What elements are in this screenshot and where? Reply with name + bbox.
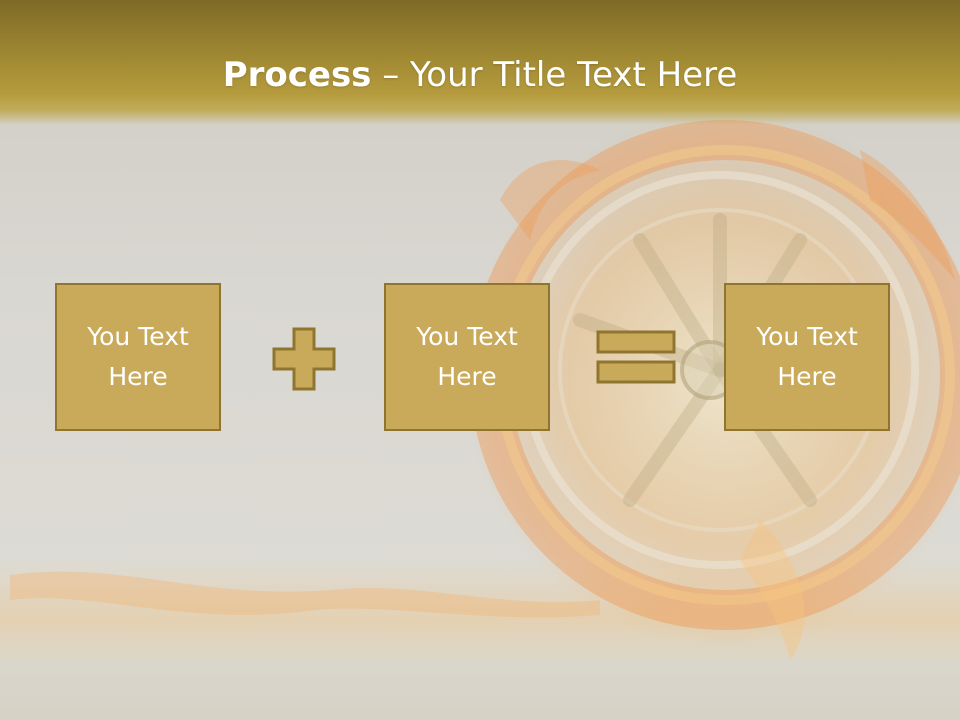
process-box-3[interactable]: You Text Here bbox=[724, 283, 890, 431]
process-box-2-text: You Text Here bbox=[416, 322, 518, 391]
title-bar bbox=[0, 0, 960, 125]
equals-icon bbox=[596, 330, 676, 384]
title-rest: – Your Title Text Here bbox=[371, 55, 738, 95]
plus-icon bbox=[272, 327, 336, 391]
slide-title: Process – Your Title Text Here bbox=[0, 52, 960, 98]
title-bold: Process bbox=[222, 55, 372, 95]
process-box-1-text: You Text Here bbox=[87, 322, 189, 391]
process-box-3-text: You Text Here bbox=[756, 322, 858, 391]
process-box-1[interactable]: You Text Here bbox=[55, 283, 221, 431]
process-box-2[interactable]: You Text Here bbox=[384, 283, 550, 431]
